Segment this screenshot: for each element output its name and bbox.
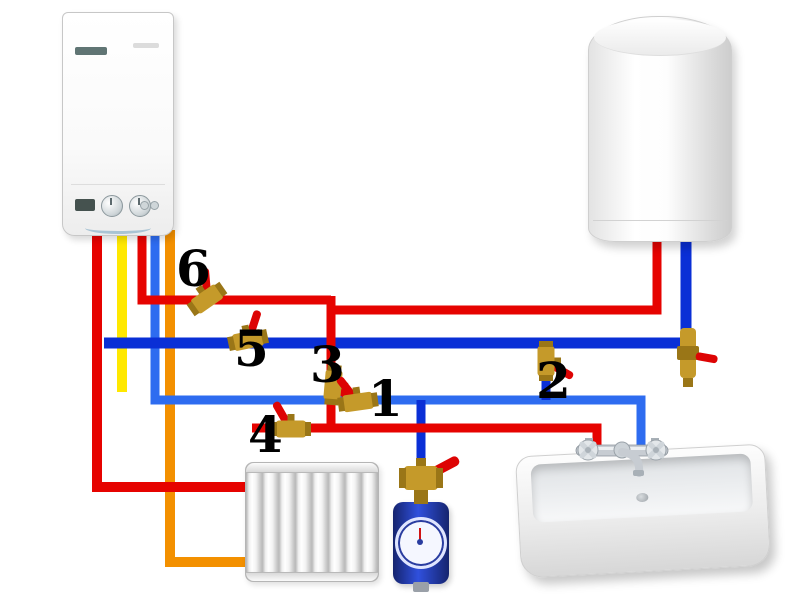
water-heater-seam <box>593 220 727 221</box>
water-heater <box>588 16 732 242</box>
water-meter-dial <box>395 517 447 569</box>
boiler-logo <box>75 47 107 55</box>
water-meter <box>393 502 449 584</box>
sink-basin <box>530 453 754 523</box>
boiler-button <box>150 201 159 210</box>
water-meter-outlet-stub <box>413 582 429 592</box>
boiler-knob-heating <box>101 195 123 217</box>
gas-boiler <box>62 12 174 236</box>
sink-drain <box>636 492 649 503</box>
boiler-button <box>140 201 149 210</box>
boiler-control-panel <box>71 184 165 227</box>
boiler-hot-water-pipe <box>137 230 331 305</box>
boiler-vent-slot <box>133 43 159 48</box>
boiler-bottom-trim <box>85 222 151 234</box>
label-valve-5: 5 <box>234 319 269 378</box>
label-valve-6: 6 <box>176 239 211 298</box>
radiator-top-manifold <box>246 463 378 473</box>
sink <box>514 443 772 579</box>
heater-hot-pipe <box>331 230 662 315</box>
heating-flow-pipe <box>92 230 252 492</box>
label-valve-2: 2 <box>536 351 571 410</box>
label-valve-3: 3 <box>310 335 345 394</box>
label-valve-4: 4 <box>248 405 283 464</box>
water-meter-needle <box>419 528 421 540</box>
boiler-display <box>75 199 95 211</box>
cold-distribution-pipe <box>150 230 646 455</box>
label-valve-1: 1 <box>368 369 403 428</box>
water-heater-top-cap <box>594 19 726 56</box>
radiator-bottom-manifold <box>246 572 378 581</box>
radiator <box>245 462 379 582</box>
water-meter-hub <box>417 539 423 545</box>
